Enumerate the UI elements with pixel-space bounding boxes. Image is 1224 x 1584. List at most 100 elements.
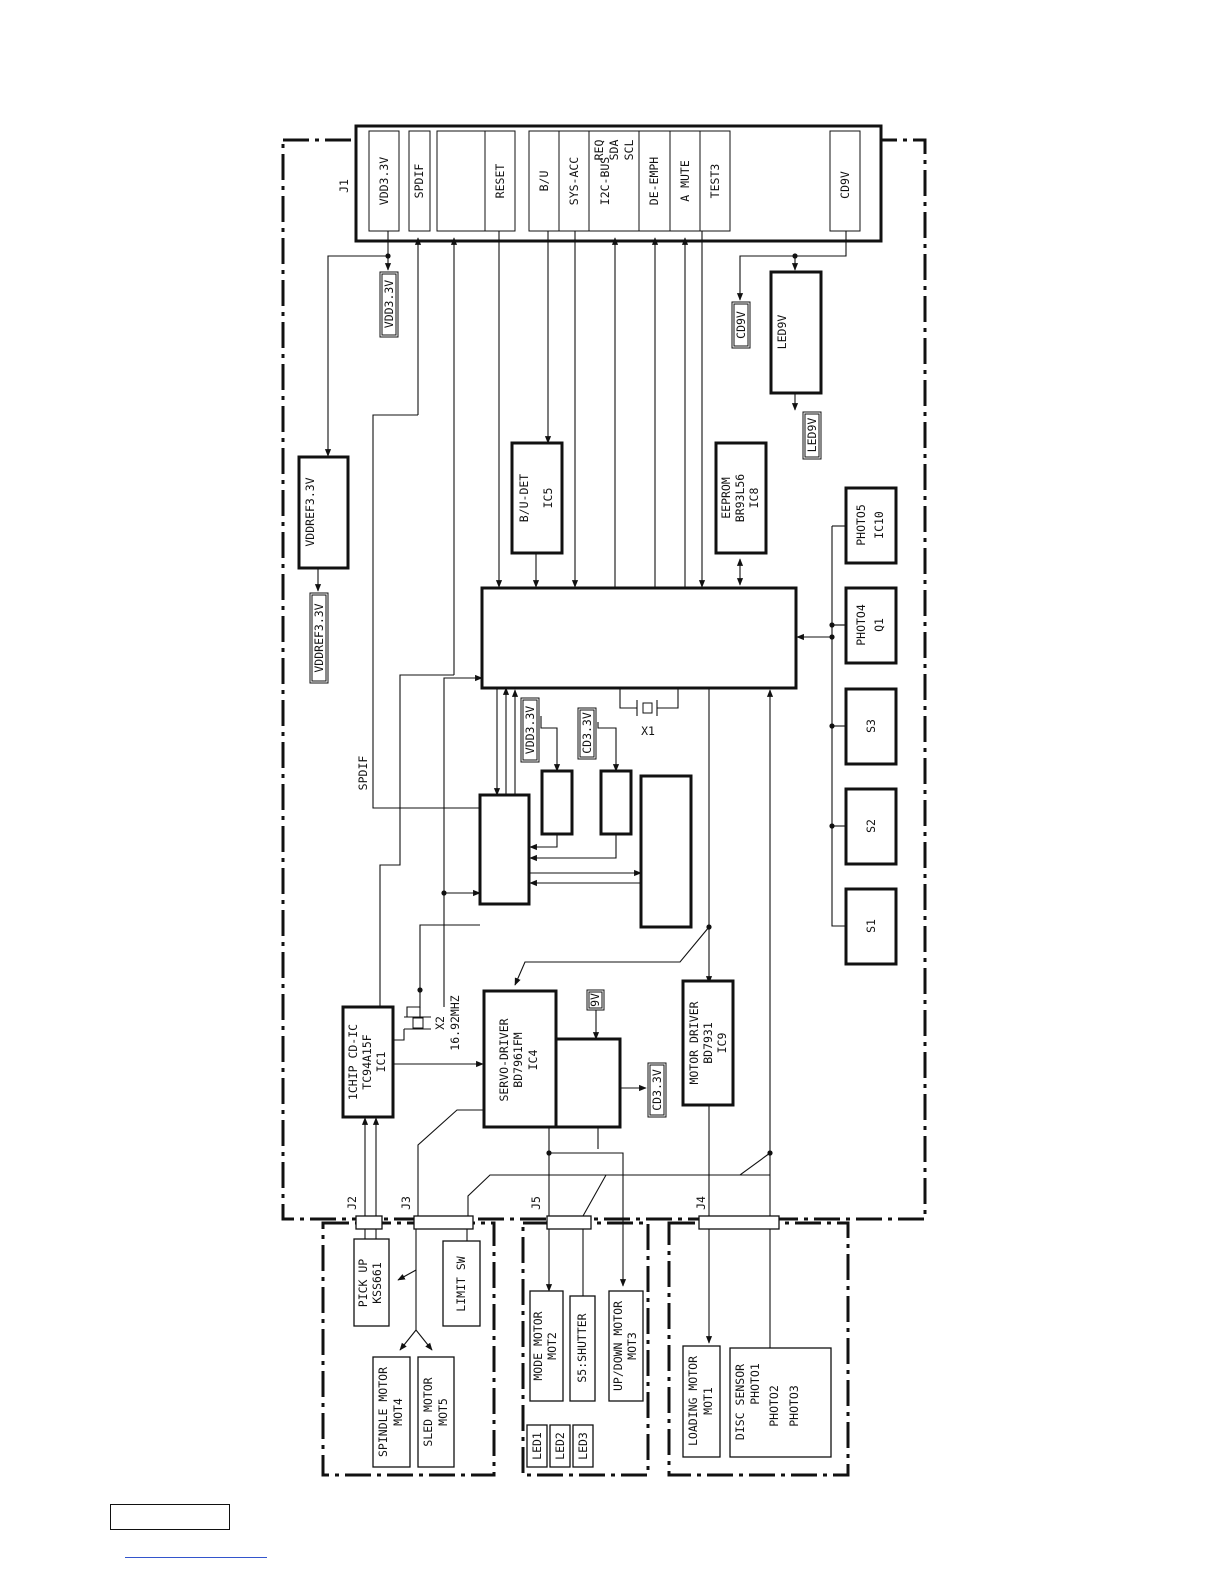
disc-sensor-label: DISC SENSOR [733,1364,747,1440]
signal-wires [314,231,847,1351]
mode-motor [529,1290,564,1402]
spindle-motor-label: SPINDLE MOTOR [376,1367,390,1457]
shutter-switch [569,1295,596,1402]
j1-pin-scl: SCL [622,140,636,161]
led3-label: LED3 [576,1432,590,1460]
bu-det-ic5 [510,441,564,555]
limit-switch-label: LIMIT SW [454,1256,468,1311]
j1-pin-i2c: I2C-BUS [598,157,612,206]
j1-pin-reset: RESET [493,164,507,199]
bu-det-label: B/U-DET [517,474,531,523]
photo4-q-label: Q1 [872,618,886,632]
led1-label: LED1 [530,1432,544,1460]
connector-j2-label: J2 [345,1196,359,1210]
j1-pin-deemph: DE-EMPH [647,157,661,206]
updown-motor-label: UP/DOWN MOTOR [611,1301,625,1391]
memory-block [639,774,693,929]
j1-pin-cd9v: CD9V [838,171,852,199]
servo-driver-ic4 [482,989,558,1129]
cd-ic-ic1 [341,1005,395,1119]
motor-driver-ic-label: IC9 [715,1033,729,1054]
eeprom-part-label: BR93L56 [733,474,747,523]
j1-pin-spdif: SPDIF [412,164,426,199]
connector-j4-label: J4 [694,1196,708,1210]
eeprom-ic8 [714,441,768,555]
shutter-switch-label: S5:SHUTTER [575,1313,589,1382]
x2-crystal-label: X2 [433,1016,447,1030]
photo5-ic-label: IC10 [872,511,886,539]
switch-s1 [844,887,898,966]
connector-j3-label: J3 [399,1196,413,1210]
x1-crystal-label: X1 [641,724,655,738]
disc-sensor [729,1347,832,1458]
led1 [526,1424,548,1468]
pickup-label: PICK UP [356,1259,370,1308]
servo-driver-part-label: BD7961FM [511,1032,525,1087]
tag-vdd33-top: VDD3.3V [382,280,396,329]
tag-vdd33-mid: VDD3.3V [523,706,537,755]
main-board-border [281,138,927,1221]
limit-switch [442,1240,481,1327]
spdif-line-label: SPDIF [356,756,370,791]
photo4-label: PHOTO4 [854,604,868,646]
switch-s1-label: S1 [864,919,878,933]
eeprom-ic-label: IC8 [747,488,761,509]
disc-sensor-photo3: PHOTO3 [787,1385,801,1427]
motor-driver-ic9 [681,979,735,1107]
vddref-regulator-label: VDDREF3.3V [303,477,317,546]
system-microcontroller [480,586,798,690]
disc-sensor-photo2: PHOTO2 [767,1385,781,1427]
spindle-motor [372,1356,411,1468]
led9v-regulator [769,270,823,395]
photo5-ic10 [844,486,898,565]
j1-pin-amute: A MUTE [678,160,692,202]
j1-pin-bu: B/U [537,171,551,192]
connector-j5-label: J5 [529,1196,543,1210]
disc-sensor-photo1: PHOTO1 [748,1363,762,1405]
cd-ic-part-label: TC94A15F [360,1034,374,1089]
board-connectors [355,1215,780,1230]
page-label-box [110,1504,230,1530]
vdd-regulator-small [540,769,574,836]
x2-frequency-label: 16.92MHZ [448,995,462,1050]
tag-cd33-mid: CD3.3V [580,712,594,754]
j1-pin-req: REQ [592,140,606,161]
connector-j1 [354,124,883,243]
sled-motor-label: SLED MOTOR [421,1377,435,1446]
tag-led9v: LED9V [805,418,819,453]
led3 [572,1424,594,1468]
cd-ic-label: 1CHIP CD-IC [346,1024,360,1100]
servo-regulator [554,1037,622,1129]
switch-s2-label: S2 [864,819,878,833]
mode-motor-label: MODE MOTOR [531,1311,545,1380]
cd33-regulator-small [599,769,633,836]
tag-cd9v: CD9V [734,311,748,339]
spindle-motor-id: MOT4 [391,1398,405,1426]
junction-dots [385,253,835,1156]
pickup-board-border [321,1221,496,1477]
switch-s2 [844,787,898,866]
servo-driver-label: SERVO-DRIVER [497,1018,511,1101]
sled-motor [417,1356,455,1468]
j1-pin-vdd: VDD3.3V [377,157,391,206]
bu-det-ic-label: IC5 [541,488,555,509]
cd-ic-ic-label: IC1 [374,1052,388,1073]
eeprom-label: EEPROM [719,477,733,519]
tag-9v: 9V [588,993,602,1007]
loading-motor-label: LOADING MOTOR [686,1356,700,1446]
mode-motor-id: MOT2 [545,1332,559,1360]
j1-pin-test3: TEST3 [708,164,722,199]
motor-driver-label: MOTOR DRIVER [687,1001,701,1084]
pickup-part-label: KSS661 [370,1262,384,1304]
tag-vddref33: VDDREF3.3V [312,603,326,672]
sled-motor-id: MOT5 [436,1398,450,1426]
page-link-underline[interactable] [125,1557,267,1558]
led2 [549,1424,571,1468]
tag-cd33-servo: CD3.3V [650,1069,664,1111]
vddref-regulator [297,455,350,570]
servo-driver-ic-label: IC4 [526,1050,540,1071]
j1-label: J1 [337,179,351,193]
led9v-regulator-label: LED9V [775,315,789,350]
loading-motor [682,1345,721,1458]
